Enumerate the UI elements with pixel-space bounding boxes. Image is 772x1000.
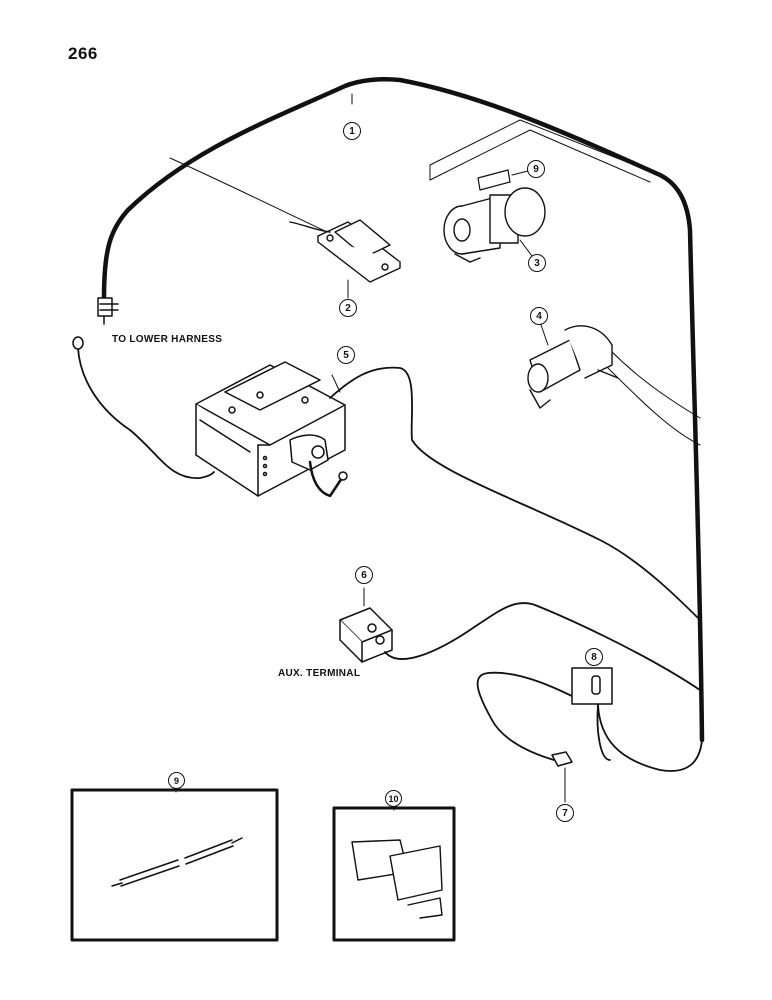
- blower-motor: [443, 187, 546, 263]
- label-to-lower-harness: TO LOWER HARNESS: [112, 334, 223, 345]
- detail-box-9: [70, 788, 279, 942]
- wiper-motor: [527, 325, 619, 409]
- radio-unit: [195, 361, 346, 497]
- callout-item-2: 2: [339, 299, 357, 317]
- antenna-lead: [77, 347, 215, 479]
- callout-item-10-box: 10: [385, 790, 402, 807]
- main-harness-wire: [101, 77, 705, 743]
- aux-terminal-block: [339, 607, 393, 663]
- harness-connector: [97, 297, 119, 325]
- blower-resistor: [477, 169, 511, 191]
- callout-item-7: 7: [556, 804, 574, 822]
- fuse-link-wire: [111, 837, 243, 887]
- callout-item-4: 4: [530, 307, 548, 325]
- callout-item-8: 8: [585, 648, 603, 666]
- label-aux-terminal: AUX. TERMINAL: [278, 668, 361, 679]
- switch-assembly: [289, 219, 401, 283]
- dome-light-wire: [476, 671, 581, 761]
- tape-strip: [351, 839, 443, 919]
- callout-item-6: 6: [355, 566, 373, 584]
- callout-item-9-box: 9: [168, 772, 185, 789]
- fuse-holder-box: [571, 667, 613, 705]
- page-number: 266: [68, 44, 98, 63]
- wire-connector: [551, 751, 573, 767]
- callout-item-3: 3: [528, 254, 546, 272]
- callout-item-9-top: 9: [527, 160, 545, 178]
- callout-item-5: 5: [337, 346, 355, 364]
- radio-ground-strap: [308, 460, 344, 498]
- callout-item-1: 1: [343, 122, 361, 140]
